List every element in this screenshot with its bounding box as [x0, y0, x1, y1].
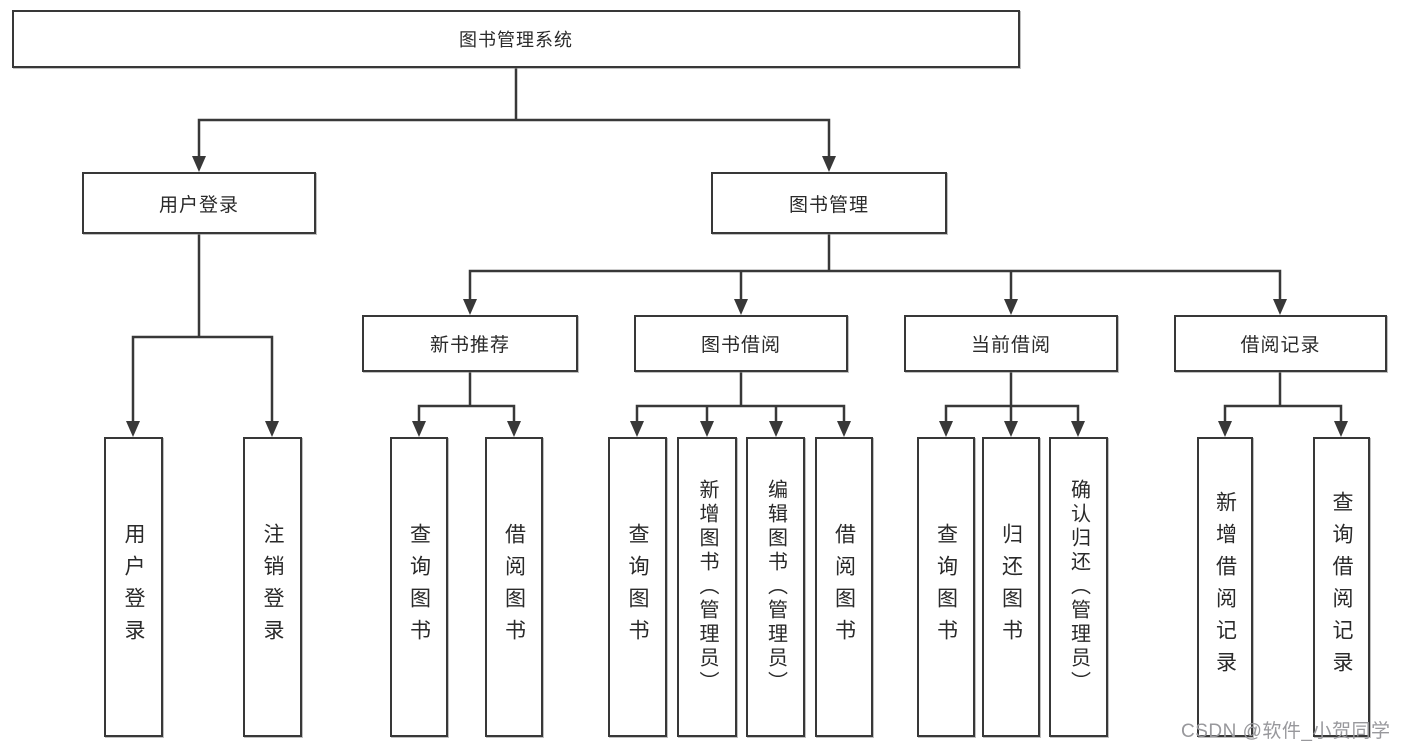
leaf-label: 归还图书 — [999, 523, 1023, 651]
arrowhead-icon — [734, 299, 748, 315]
leaf-query-books-recommend: 查询图书 — [390, 437, 448, 737]
leaf-label: 借阅图书 — [502, 523, 526, 651]
node-label: 图书管理 — [788, 194, 869, 216]
arrowhead-icon — [463, 299, 477, 315]
leaf-user-login: 用户登录 — [104, 437, 163, 737]
arrowhead-icon — [700, 421, 714, 437]
node-user-login: 用户登录 — [82, 172, 316, 234]
leaf-confirm-return-admin: 确认归还（管理员） — [1049, 437, 1108, 737]
leaf-add-borrow-record: 新增借阅记录 — [1197, 437, 1253, 737]
leaf-query-books-borrowing: 查询图书 — [608, 437, 667, 737]
arrowhead-icon — [630, 421, 644, 437]
node-label: 新书推荐 — [429, 335, 510, 356]
arrowhead-icon — [1273, 299, 1287, 315]
leaf-add-book-admin: 新增图书（管理员） — [677, 437, 737, 737]
leaf-return-book: 归还图书 — [982, 437, 1040, 737]
leaf-label: 用户登录 — [122, 523, 145, 651]
leaf-query-books-current: 查询图书 — [917, 437, 975, 737]
node-label: 当前借阅 — [970, 335, 1051, 356]
node-current-borrowing: 当前借阅 — [904, 315, 1118, 372]
leaf-label: 编辑图书（管理员） — [764, 479, 787, 695]
watermark: CSDN @软件_小贺同学 — [1181, 721, 1391, 742]
arrowhead-icon — [769, 421, 783, 437]
node-label: 图书管理系统 — [459, 30, 573, 50]
node-label: 用户登录 — [158, 194, 239, 216]
node-book-management: 图书管理 — [711, 172, 947, 234]
arrowhead-icon — [126, 421, 140, 437]
node-label: 图书借阅 — [700, 335, 781, 356]
leaf-edit-book-admin: 编辑图书（管理员） — [746, 437, 805, 737]
arrowhead-icon — [1218, 421, 1232, 437]
arrowhead-icon — [1004, 421, 1018, 437]
node-new-book-recommendation: 新书推荐 — [362, 315, 578, 372]
arrowhead-icon — [1071, 421, 1085, 437]
leaf-label: 新增图书（管理员） — [696, 479, 718, 695]
arrowhead-icon — [412, 421, 426, 437]
node-book-borrowing: 图书借阅 — [634, 315, 848, 372]
arrowhead-icon — [1334, 421, 1348, 437]
arrowhead-icon — [822, 156, 836, 172]
leaf-label: 注销登录 — [261, 523, 284, 651]
leaf-label: 借阅图书 — [832, 523, 856, 651]
leaf-label: 查询图书 — [626, 523, 649, 651]
leaf-label: 新增借阅记录 — [1213, 491, 1237, 683]
leaf-label: 查询借阅记录 — [1330, 491, 1353, 683]
leaf-label: 查询图书 — [407, 523, 431, 651]
leaf-borrow-books-borrowing: 借阅图书 — [815, 437, 873, 737]
leaf-label: 查询图书 — [934, 523, 958, 651]
arrowhead-icon — [1004, 299, 1018, 315]
leaf-query-borrow-record: 查询借阅记录 — [1313, 437, 1370, 737]
leaf-borrow-books-recommend: 借阅图书 — [485, 437, 543, 737]
arrowhead-icon — [837, 421, 851, 437]
arrowhead-icon — [192, 156, 206, 172]
leaf-label: 确认归还（管理员） — [1067, 479, 1090, 695]
node-borrowing-records: 借阅记录 — [1174, 315, 1387, 372]
arrowhead-icon — [265, 421, 279, 437]
arrowhead-icon — [507, 421, 521, 437]
node-label: 借阅记录 — [1240, 335, 1321, 356]
leaf-logout: 注销登录 — [243, 437, 302, 737]
arrowhead-icon — [939, 421, 953, 437]
node-library-management-system: 图书管理系统 — [12, 10, 1020, 68]
